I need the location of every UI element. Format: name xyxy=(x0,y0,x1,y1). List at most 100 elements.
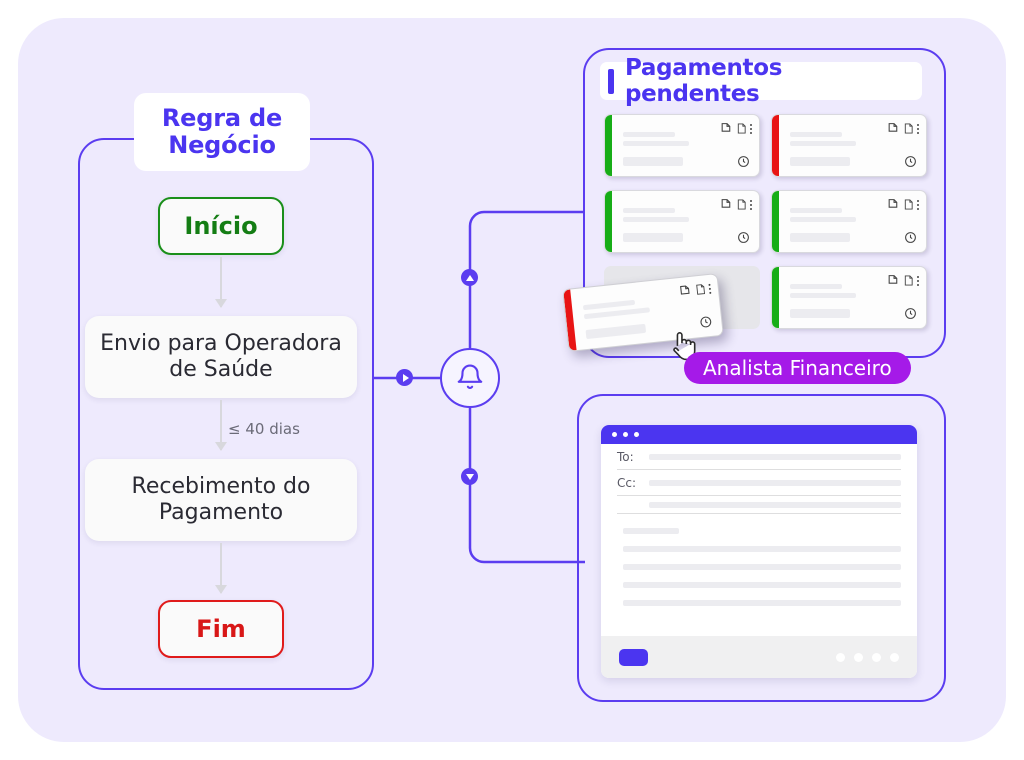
flow-arrow-2 xyxy=(215,400,227,451)
card-text-line xyxy=(623,157,683,166)
card-text-line xyxy=(623,233,683,242)
status-stripe xyxy=(772,191,779,252)
file-icon xyxy=(904,199,913,210)
toolbar-icons[interactable] xyxy=(836,652,899,662)
card-text-line xyxy=(585,323,647,340)
email-body-line xyxy=(623,528,679,534)
status-badge: Analista Financeiro xyxy=(684,352,911,384)
file-icon xyxy=(737,199,746,210)
copy-document-icon xyxy=(680,285,690,295)
card-actions[interactable] xyxy=(887,198,919,211)
copy-document-icon xyxy=(888,123,898,132)
card-text-line xyxy=(623,141,689,146)
clock-icon xyxy=(700,316,712,328)
status-stripe xyxy=(772,267,779,328)
card-text-line xyxy=(623,208,675,213)
copy-document-icon xyxy=(888,199,898,208)
title-accent-bar xyxy=(608,68,614,94)
toolbar-icon xyxy=(854,652,863,662)
payment-card[interactable] xyxy=(771,266,927,329)
card-text-line xyxy=(790,132,842,137)
card-actions[interactable] xyxy=(887,274,919,287)
file-icon xyxy=(904,275,913,286)
copy-document-icon xyxy=(888,275,898,284)
toolbar-icon xyxy=(890,652,899,662)
status-stripe xyxy=(605,115,612,176)
clock-icon xyxy=(738,232,749,243)
email-body-line xyxy=(623,582,901,588)
payment-card[interactable] xyxy=(604,114,760,177)
arrow-up-marker xyxy=(461,269,478,286)
email-cc-label: Cc: xyxy=(617,476,637,490)
window-dot-icon xyxy=(612,432,617,437)
divider xyxy=(617,469,901,470)
page-title: Regra de Negócio xyxy=(134,93,310,171)
clock-icon xyxy=(905,156,916,167)
flow-node-send[interactable]: Envio para Operadora de Saúde xyxy=(85,316,357,398)
copy-document-icon xyxy=(721,199,731,208)
email-to-row[interactable]: To: xyxy=(601,444,917,469)
more-options-icon xyxy=(917,275,919,286)
flow-node-start[interactable]: Início xyxy=(158,197,284,255)
flow-edge-label: ≤ 40 dias xyxy=(228,420,300,438)
card-text-line xyxy=(623,132,675,137)
payment-card[interactable] xyxy=(604,190,760,253)
card-actions[interactable] xyxy=(887,122,919,135)
email-subject-value xyxy=(649,502,901,508)
card-actions[interactable] xyxy=(720,198,752,211)
email-cc-row[interactable]: Cc: xyxy=(601,470,917,495)
arrow-down-marker xyxy=(461,468,478,485)
payment-card[interactable] xyxy=(771,114,927,177)
status-stripe xyxy=(605,191,612,252)
arrow-right-marker xyxy=(396,369,413,386)
email-subject-row[interactable] xyxy=(601,496,917,513)
window-dot-icon xyxy=(623,432,628,437)
flow-arrow-1 xyxy=(215,257,227,308)
flow-node-end[interactable]: Fim xyxy=(158,600,284,658)
divider xyxy=(617,495,901,496)
card-text-line xyxy=(790,157,850,166)
card-text-line xyxy=(790,217,856,222)
more-options-icon xyxy=(750,123,752,134)
more-options-icon xyxy=(917,199,919,210)
window-titlebar xyxy=(601,425,917,444)
pending-payments-title: Pagamentos pendentes xyxy=(600,55,922,107)
card-text-line xyxy=(790,309,850,318)
flow-node-receive[interactable]: Recebimento do Pagamento xyxy=(85,459,357,541)
hand-cursor-icon xyxy=(673,332,696,361)
flow-arrow-3 xyxy=(215,543,227,594)
file-icon xyxy=(696,284,706,295)
toolbar-icon xyxy=(872,652,881,662)
card-text-line xyxy=(790,284,842,289)
email-panel xyxy=(577,394,946,702)
card-text-line xyxy=(790,293,856,298)
status-stripe xyxy=(772,115,779,176)
card-actions[interactable] xyxy=(678,282,712,298)
more-options-icon xyxy=(750,199,752,210)
email-body-line xyxy=(623,546,901,552)
email-body-line xyxy=(623,564,901,570)
email-toolbar xyxy=(601,636,917,678)
clock-icon xyxy=(905,232,916,243)
window-dot-icon xyxy=(634,432,639,437)
email-cc-value xyxy=(649,480,901,486)
card-text-line xyxy=(790,233,850,242)
payment-card-dragged[interactable] xyxy=(562,273,724,352)
file-icon xyxy=(904,123,913,134)
more-options-icon xyxy=(708,283,712,294)
clock-icon xyxy=(738,156,749,167)
toolbar-icon xyxy=(836,652,845,662)
file-icon xyxy=(737,123,746,134)
email-body: To: Cc: xyxy=(601,444,917,632)
email-to-value xyxy=(649,454,901,460)
clock-icon xyxy=(905,308,916,319)
copy-document-icon xyxy=(721,123,731,132)
email-compose-window: To: Cc: xyxy=(601,425,917,678)
bell-icon[interactable] xyxy=(440,348,500,408)
send-button[interactable] xyxy=(619,648,648,666)
card-text-line xyxy=(790,141,856,146)
more-options-icon xyxy=(917,123,919,134)
card-actions[interactable] xyxy=(720,122,752,135)
payment-card[interactable] xyxy=(771,190,927,253)
